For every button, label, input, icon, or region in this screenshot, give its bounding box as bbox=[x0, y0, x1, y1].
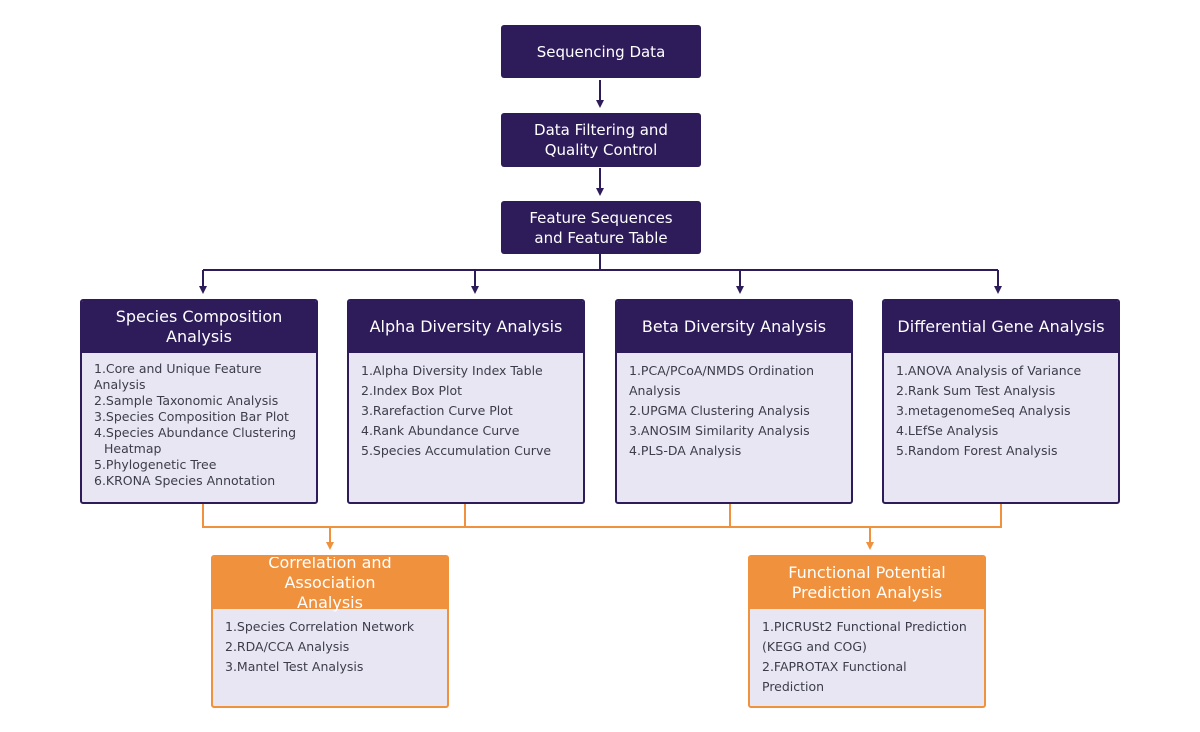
card-functional-potential-title-line-2: Prediction Analysis bbox=[791, 583, 943, 602]
list-item: 4.Rank Abundance Curve bbox=[361, 423, 520, 438]
list-item: 2.RDA/CCA Analysis bbox=[225, 639, 350, 654]
list-item: 4.PLS-DA Analysis bbox=[629, 443, 742, 458]
list-item: 6.KRONA Species Annotation bbox=[94, 473, 276, 488]
list-item: 1.Alpha Diversity Index Table bbox=[361, 363, 543, 378]
card-correlation-association-title-line-1: Correlation and Association bbox=[268, 555, 392, 592]
card-functional-potential-title: Functional Potential Prediction Analysis bbox=[750, 557, 984, 609]
list-item: 3.Mantel Test Analysis bbox=[225, 659, 364, 674]
card-correlation-association-title-line-2: Analysis bbox=[297, 593, 363, 612]
node-data-filtering: Data Filtering and Quality Control bbox=[501, 113, 701, 167]
list-item: Prediction bbox=[762, 679, 825, 694]
node-feature-sequences-line-1: Feature Sequences bbox=[529, 208, 673, 227]
node-data-filtering-line-2: Quality Control bbox=[544, 141, 658, 159]
card-differential-gene: Differential Gene Analysis 1.ANOVA Analy… bbox=[882, 299, 1120, 504]
card-correlation-association-title: Correlation and Association Analysis bbox=[213, 555, 447, 612]
node-feature-sequences-line-2: and Feature Table bbox=[534, 228, 668, 247]
list-item: 5.Phylogenetic Tree bbox=[94, 457, 217, 472]
list-item: 3.ANOSIM Similarity Analysis bbox=[629, 423, 810, 438]
card-correlation-association: Correlation and Association Analysis 1.S… bbox=[211, 555, 449, 708]
node-data-filtering-line-1: Data Filtering and bbox=[534, 121, 668, 139]
card-correlation-association-list: 1.Species Correlation Network 2.RDA/CCA … bbox=[213, 609, 447, 683]
list-item: Heatmap bbox=[104, 441, 162, 456]
card-species-composition-title: Species Composition Analysis bbox=[82, 301, 316, 353]
card-species-composition-list: 1.Core and Unique Feature Analysis 2.Sam… bbox=[82, 353, 316, 495]
list-item: 3.Species Composition Bar Plot bbox=[94, 409, 289, 424]
card-beta-diversity-title: Beta Diversity Analysis bbox=[617, 301, 851, 353]
card-functional-potential: Functional Potential Prediction Analysis… bbox=[748, 555, 986, 708]
card-alpha-diversity-title: Alpha Diversity Analysis bbox=[349, 301, 583, 353]
list-item: 5.Species Accumulation Curve bbox=[361, 443, 552, 458]
node-sequencing-data-label: Sequencing Data bbox=[536, 42, 666, 61]
list-item: 5.Random Forest Analysis bbox=[896, 443, 1058, 458]
list-item: 2.Sample Taxonomic Analysis bbox=[94, 393, 279, 408]
card-species-composition-title-line-1: Species Composition bbox=[115, 307, 283, 326]
node-feature-sequences: Feature Sequences and Feature Table bbox=[501, 201, 701, 254]
node-sequencing-data: Sequencing Data bbox=[501, 25, 701, 78]
list-item: 2.FAPROTAX Functional bbox=[762, 659, 907, 674]
list-item: Analysis bbox=[629, 383, 681, 398]
card-species-composition-title-line-2: Analysis bbox=[166, 327, 232, 346]
card-alpha-diversity: Alpha Diversity Analysis 1.Alpha Diversi… bbox=[347, 299, 585, 504]
list-item: 4.LEfSe Analysis bbox=[896, 423, 999, 438]
list-item: 1.PICRUSt2 Functional Prediction bbox=[762, 619, 967, 634]
list-item: 1.ANOVA Analysis of Variance bbox=[896, 363, 1082, 378]
card-functional-potential-title-line-1: Functional Potential bbox=[788, 563, 946, 582]
list-item: 2.UPGMA Clustering Analysis bbox=[629, 403, 810, 418]
card-functional-potential-list: 1.PICRUSt2 Functional Prediction (KEGG a… bbox=[750, 609, 984, 703]
card-beta-diversity: Beta Diversity Analysis 1.PCA/PCoA/NMDS … bbox=[615, 299, 853, 504]
list-item: 3.metagenomeSeq Analysis bbox=[896, 403, 1071, 418]
card-beta-diversity-list: 1.PCA/PCoA/NMDS Ordination Analysis 2.UP… bbox=[617, 353, 851, 467]
list-item: 3.Rarefaction Curve Plot bbox=[361, 403, 513, 418]
card-differential-gene-list: 1.ANOVA Analysis of Variance 2.Rank Sum … bbox=[884, 353, 1118, 467]
list-item: 2.Rank Sum Test Analysis bbox=[896, 383, 1056, 398]
list-item: 1.Species Correlation Network bbox=[225, 619, 415, 634]
card-species-composition: Species Composition Analysis 1.Core and … bbox=[80, 299, 318, 504]
list-item: (KEGG and COG) bbox=[762, 639, 867, 654]
list-item: Analysis bbox=[94, 377, 146, 392]
card-differential-gene-title: Differential Gene Analysis bbox=[884, 301, 1118, 353]
card-alpha-diversity-list: 1.Alpha Diversity Index Table 2.Index Bo… bbox=[349, 353, 583, 467]
list-item: 4.Species Abundance Clustering bbox=[94, 425, 297, 440]
list-item: 1.Core and Unique Feature bbox=[94, 361, 262, 376]
list-item: 2.Index Box Plot bbox=[361, 383, 463, 398]
list-item: 1.PCA/PCoA/NMDS Ordination bbox=[629, 363, 814, 378]
